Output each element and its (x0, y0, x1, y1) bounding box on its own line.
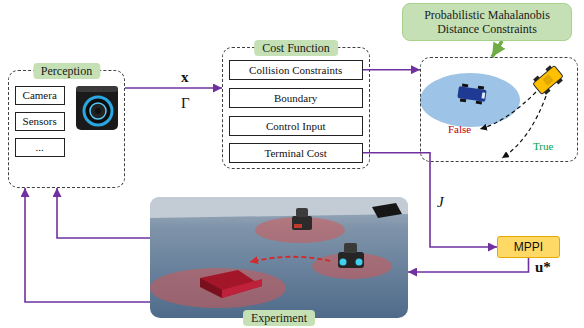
illustration-part (533, 76, 540, 82)
connector-arrow (25, 188, 150, 302)
illustration-part (296, 208, 308, 217)
cost-term-box: Boundary (229, 88, 363, 108)
planned-path (250, 257, 330, 262)
box-label: Sensors (23, 115, 57, 127)
camera-body (76, 86, 118, 130)
safety-zone (312, 253, 392, 279)
panel-heading: Experiment (243, 310, 315, 326)
callout-box: Probabilistic Mahalanobis Distance Const… (402, 3, 572, 41)
cost-term-box: Collision Constraints (229, 60, 363, 80)
illustration-part (533, 66, 563, 95)
box-label: Camera (23, 89, 57, 101)
camera-pupil (95, 108, 101, 114)
signal-label: Γ (181, 95, 190, 111)
illustration-part (200, 270, 262, 298)
connector-arrow (363, 153, 497, 247)
illustration-part (338, 252, 364, 268)
box-label: ... (36, 141, 44, 153)
box-label: Terminal Cost (264, 147, 326, 159)
safety-zone (255, 217, 345, 243)
illustration-part (222, 279, 262, 298)
sensor-box: ... (15, 138, 65, 157)
floor (150, 197, 408, 318)
cost-term-box: Control Input (229, 116, 363, 136)
connector-arrow (408, 258, 529, 272)
box-label: Probabilistic Mahalanobis Distance Const… (409, 8, 565, 37)
outcome-label: True (533, 139, 553, 153)
illustration-part (556, 78, 563, 84)
false-trajectory (480, 92, 536, 129)
illustration-part (457, 86, 486, 102)
mahalanobis-illustration (420, 63, 565, 158)
illustration-part (476, 101, 482, 105)
robot (338, 243, 364, 268)
connector-arrow (363, 69, 420, 71)
connector-arrow (125, 87, 222, 89)
connector-arrow (57, 188, 150, 238)
module-panel: CameraSensors...Perception (8, 70, 125, 188)
connector-arrow (492, 41, 502, 57)
black-obstacle (372, 203, 402, 218)
box-label: Boundary (274, 92, 317, 104)
uncertainty-ellipse (420, 73, 520, 127)
illustration-part (542, 74, 553, 85)
cost-term-box: Terminal Cost (229, 143, 363, 163)
panel-heading: Perception (33, 63, 100, 79)
signal-label: x (181, 69, 189, 85)
illustration-part (460, 98, 466, 102)
illustration-part (200, 278, 222, 298)
experiment-photo (150, 197, 408, 318)
illustration-panel: FalseTrue (420, 57, 578, 162)
camera-picture (76, 86, 118, 130)
controller-box: MPPI (497, 236, 560, 258)
robot (292, 208, 312, 230)
illustration-part (478, 86, 484, 90)
blue-robot (457, 83, 487, 105)
sensor-box: Camera (15, 86, 65, 105)
box-label: Control Input (266, 120, 326, 132)
camera-ring (84, 97, 112, 125)
photo-frame: Experiment (150, 197, 408, 318)
illustration-part (340, 259, 347, 266)
illustration-part (481, 92, 485, 98)
box-label: MPPI (514, 240, 543, 254)
red-box-obstacle (200, 270, 262, 298)
camera-lens (90, 103, 106, 119)
wall-strip (150, 197, 408, 218)
module-panel: Collision ConstraintsBoundaryControl Inp… (222, 47, 370, 169)
panel-heading: Cost Function (254, 40, 338, 56)
sensor-box: Sensors (15, 112, 65, 131)
outcome-label: False (448, 122, 471, 136)
illustration-part (294, 224, 302, 228)
illustration-part (544, 89, 551, 95)
box-label: Collision Constraints (249, 64, 342, 76)
illustration-part (292, 216, 312, 230)
signal-label: J (437, 194, 444, 210)
illustration-part (344, 243, 357, 253)
signal-label: u* (535, 259, 551, 275)
illustration-part (462, 84, 468, 88)
camera-top (76, 86, 118, 92)
illustration-part (356, 259, 363, 266)
illustration-part (545, 65, 552, 71)
yellow-robot (531, 63, 565, 96)
safety-zone (150, 268, 286, 308)
